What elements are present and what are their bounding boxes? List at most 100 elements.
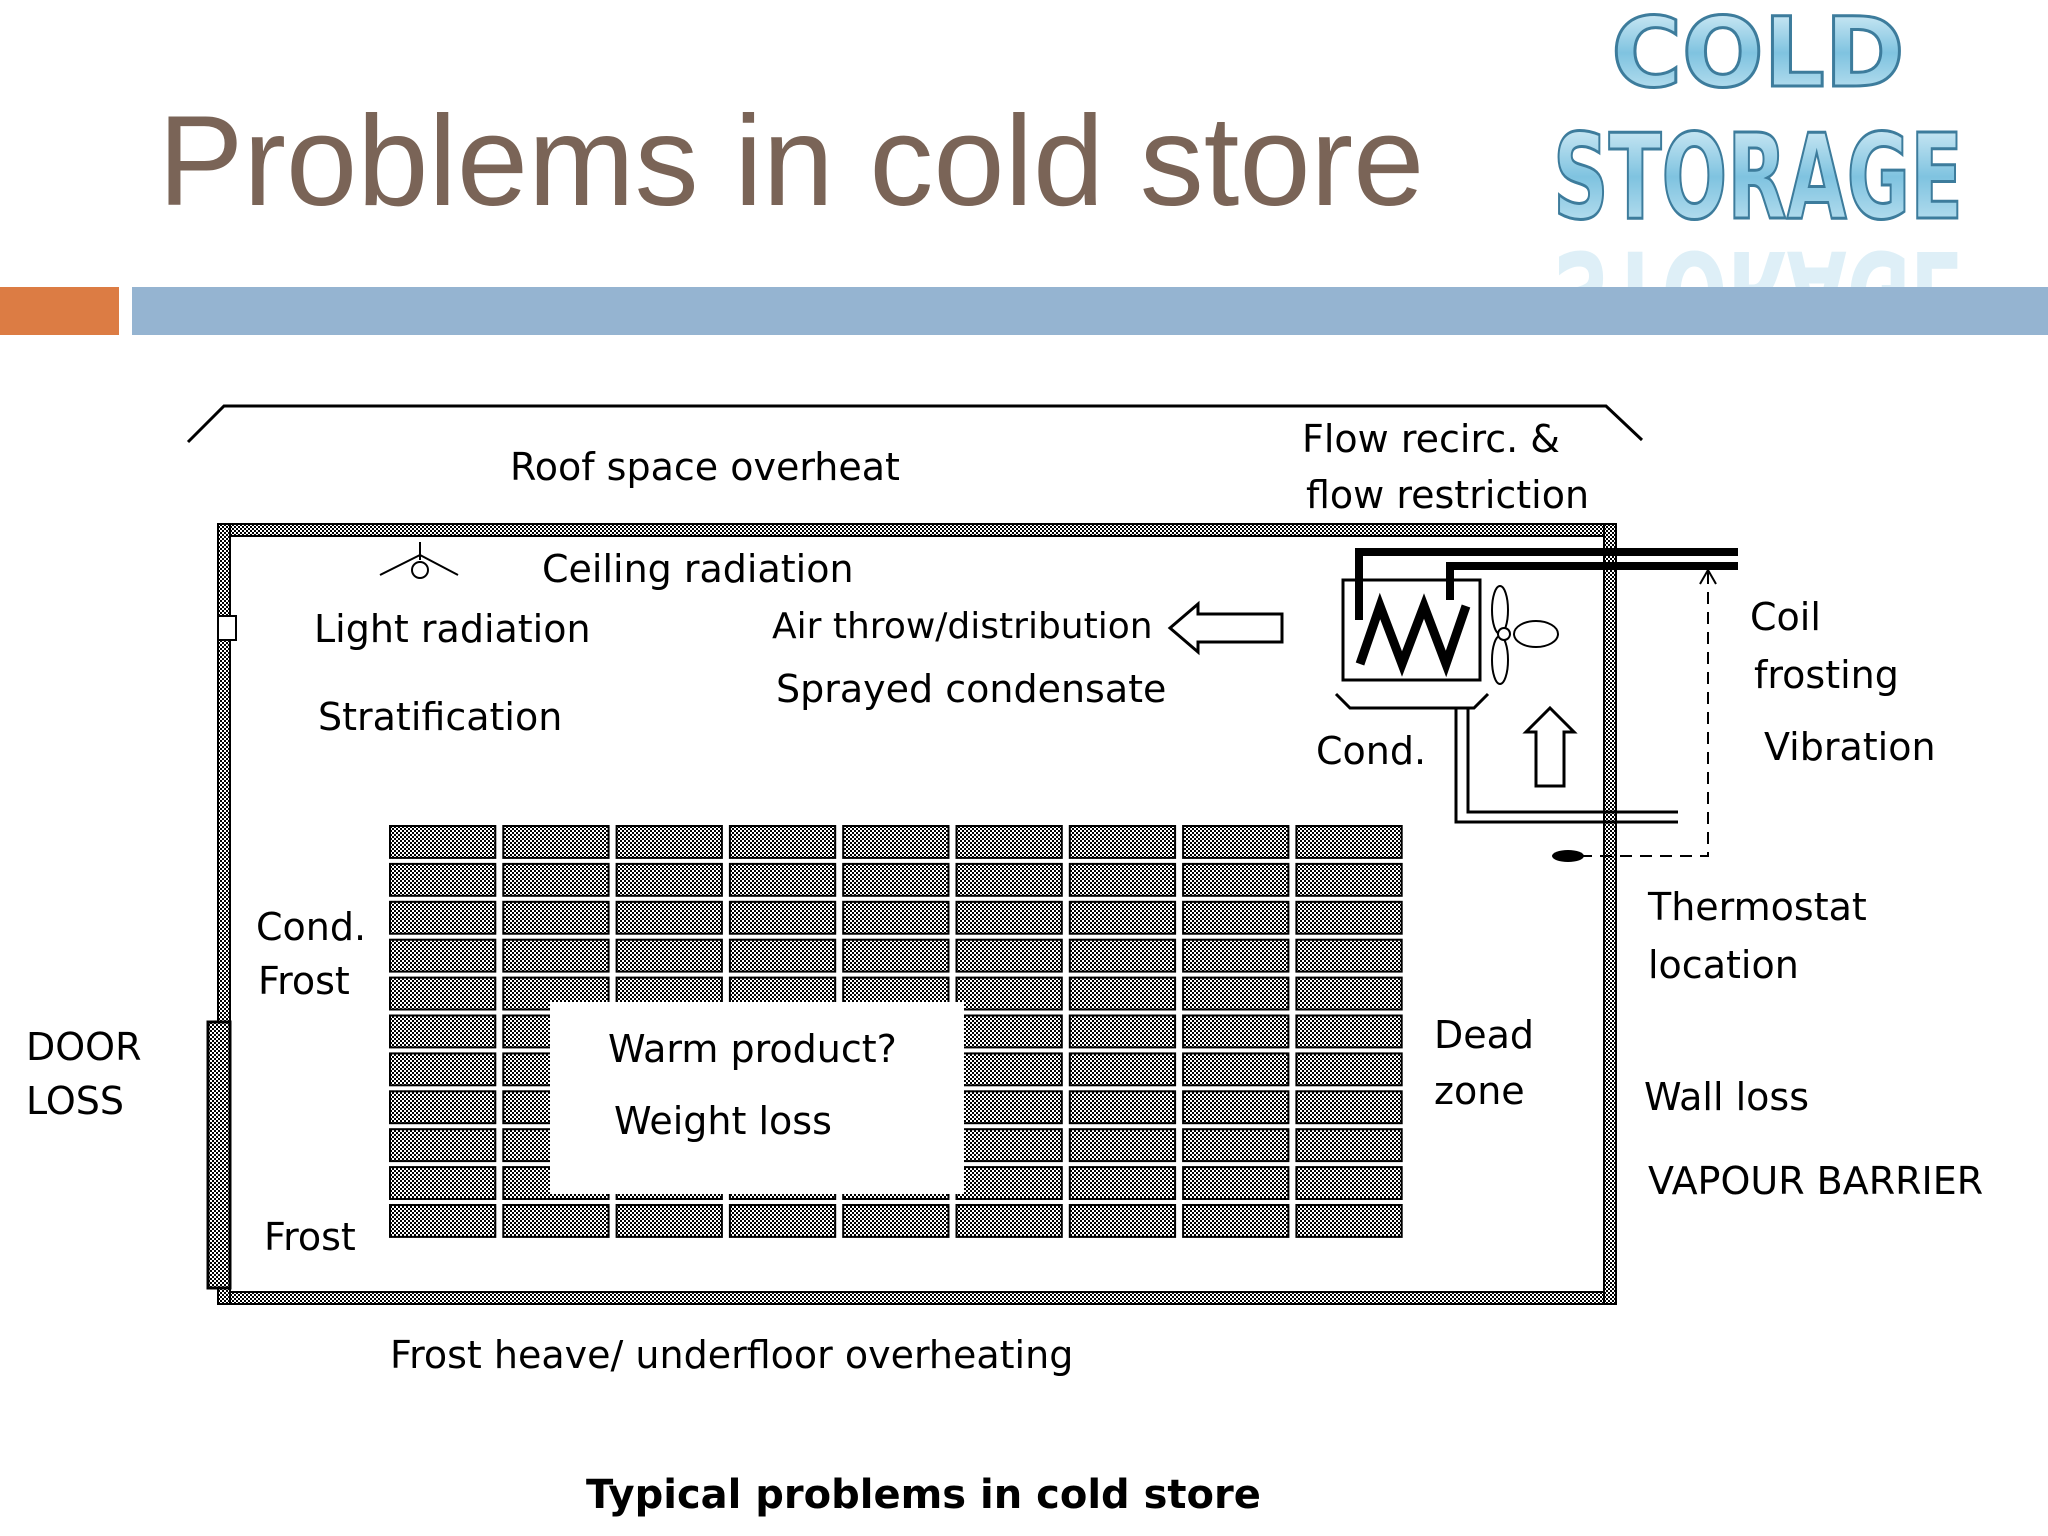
pallet bbox=[1182, 862, 1290, 897]
pallet bbox=[1182, 825, 1290, 859]
label-wall-loss: Wall loss bbox=[1644, 1075, 1809, 1119]
pallet bbox=[389, 938, 497, 973]
label-zone: zone bbox=[1434, 1069, 1525, 1113]
pallet bbox=[955, 976, 1063, 1011]
pallet bbox=[955, 900, 1063, 935]
pallet bbox=[955, 862, 1063, 897]
pallet bbox=[1182, 1128, 1290, 1163]
pallet bbox=[1295, 825, 1403, 859]
pallet bbox=[502, 900, 610, 935]
pallet bbox=[389, 1204, 497, 1238]
pallet bbox=[1182, 1014, 1290, 1049]
pallet bbox=[1295, 938, 1403, 973]
label-frost-bottom: Frost bbox=[264, 1215, 356, 1259]
pallet bbox=[1295, 1090, 1403, 1125]
pallet bbox=[389, 825, 497, 859]
label-stratification: Stratification bbox=[318, 695, 562, 739]
pallet bbox=[1182, 1090, 1290, 1125]
pallet bbox=[1295, 1166, 1403, 1200]
pallet bbox=[389, 1090, 497, 1125]
pallet bbox=[1182, 1052, 1290, 1087]
accent-bar-blue bbox=[132, 287, 2048, 335]
pallet bbox=[615, 938, 723, 973]
pallet bbox=[502, 938, 610, 973]
pallet bbox=[502, 1204, 610, 1238]
label-thermostat: Thermostat bbox=[1647, 885, 1867, 929]
pallet bbox=[389, 1128, 497, 1163]
thermostat-line bbox=[1580, 572, 1709, 857]
pallet bbox=[955, 1204, 1063, 1238]
label-weight-loss: Weight loss bbox=[614, 1099, 832, 1143]
pallet bbox=[1068, 1204, 1177, 1238]
label-dead: Dead bbox=[1434, 1013, 1534, 1057]
pallet bbox=[1295, 1128, 1403, 1163]
label-warm-product: Warm product? bbox=[608, 1027, 897, 1071]
wall-opening bbox=[217, 615, 237, 641]
warm-product-box bbox=[550, 1002, 964, 1194]
pallet bbox=[1295, 976, 1403, 1011]
pallet bbox=[1068, 1166, 1177, 1200]
pallet bbox=[1182, 900, 1290, 935]
pallet bbox=[1068, 825, 1177, 859]
pallet bbox=[502, 862, 610, 897]
pallet bbox=[389, 1166, 497, 1200]
pallet bbox=[1068, 862, 1177, 897]
door bbox=[206, 1020, 232, 1290]
label-coil: Coil bbox=[1750, 595, 1821, 639]
pallet bbox=[728, 938, 837, 973]
pallet bbox=[1068, 1090, 1177, 1125]
label-location: location bbox=[1648, 943, 1799, 987]
roof-line bbox=[186, 404, 1644, 444]
cold-storage-logo: COLD STORAGE STORAGE bbox=[1552, 0, 1965, 290]
pallet bbox=[728, 1204, 837, 1238]
pallet bbox=[842, 825, 950, 859]
pallet bbox=[1295, 862, 1403, 897]
pallet bbox=[955, 825, 1063, 859]
pallet bbox=[842, 862, 950, 897]
pallet bbox=[842, 900, 950, 935]
pallet bbox=[1068, 1128, 1177, 1163]
label-frost-left: Frost bbox=[258, 959, 350, 1003]
pallet bbox=[1295, 900, 1403, 935]
label-sprayed: Sprayed condensate bbox=[776, 667, 1166, 711]
pallet bbox=[1068, 1014, 1177, 1049]
label-loss: LOSS bbox=[26, 1079, 124, 1123]
air-arrow-icon bbox=[1167, 600, 1284, 656]
label-air: Air throw/distribution bbox=[772, 606, 1153, 647]
pallet bbox=[615, 900, 723, 935]
pallet bbox=[1182, 938, 1290, 973]
label-vibration: Vibration bbox=[1764, 725, 1936, 769]
pallet bbox=[728, 825, 837, 859]
thermostat-bulb-icon bbox=[1552, 850, 1584, 862]
pallet bbox=[615, 862, 723, 897]
label-vapour-barrier: VAPOUR BARRIER bbox=[1648, 1159, 1983, 1203]
label-ceiling: Ceiling radiation bbox=[542, 547, 854, 591]
light-fixture-icon bbox=[379, 542, 459, 579]
accent-bar-orange bbox=[0, 287, 119, 335]
pallet bbox=[1182, 1204, 1290, 1238]
pallet bbox=[1182, 1166, 1290, 1200]
pallet bbox=[728, 862, 837, 897]
condensate-drain bbox=[1454, 708, 1678, 824]
pallet bbox=[842, 938, 950, 973]
pallet bbox=[955, 1128, 1063, 1163]
fan-icon bbox=[1491, 585, 1559, 685]
pallet bbox=[955, 1166, 1063, 1200]
pallet bbox=[502, 825, 610, 859]
pallet bbox=[955, 1052, 1063, 1087]
label-light: Light radiation bbox=[314, 607, 591, 651]
label-roof: Roof space overheat bbox=[510, 445, 900, 489]
logo-word-cold: COLD bbox=[1612, 0, 1905, 109]
label-door: DOOR bbox=[26, 1025, 141, 1069]
page-title: Problems in cold store bbox=[158, 90, 1425, 233]
pallet bbox=[389, 1014, 497, 1049]
pallet bbox=[955, 938, 1063, 973]
pallet bbox=[1295, 1014, 1403, 1049]
pallet bbox=[1068, 938, 1177, 973]
pallet bbox=[1068, 1052, 1177, 1087]
pallet bbox=[389, 862, 497, 897]
pallet bbox=[1295, 1052, 1403, 1087]
label-frost-heave: Frost heave/ underfloor overheating bbox=[390, 1333, 1073, 1377]
logo-reflection: STORAGE bbox=[1553, 224, 1963, 290]
pallet bbox=[1068, 900, 1177, 935]
